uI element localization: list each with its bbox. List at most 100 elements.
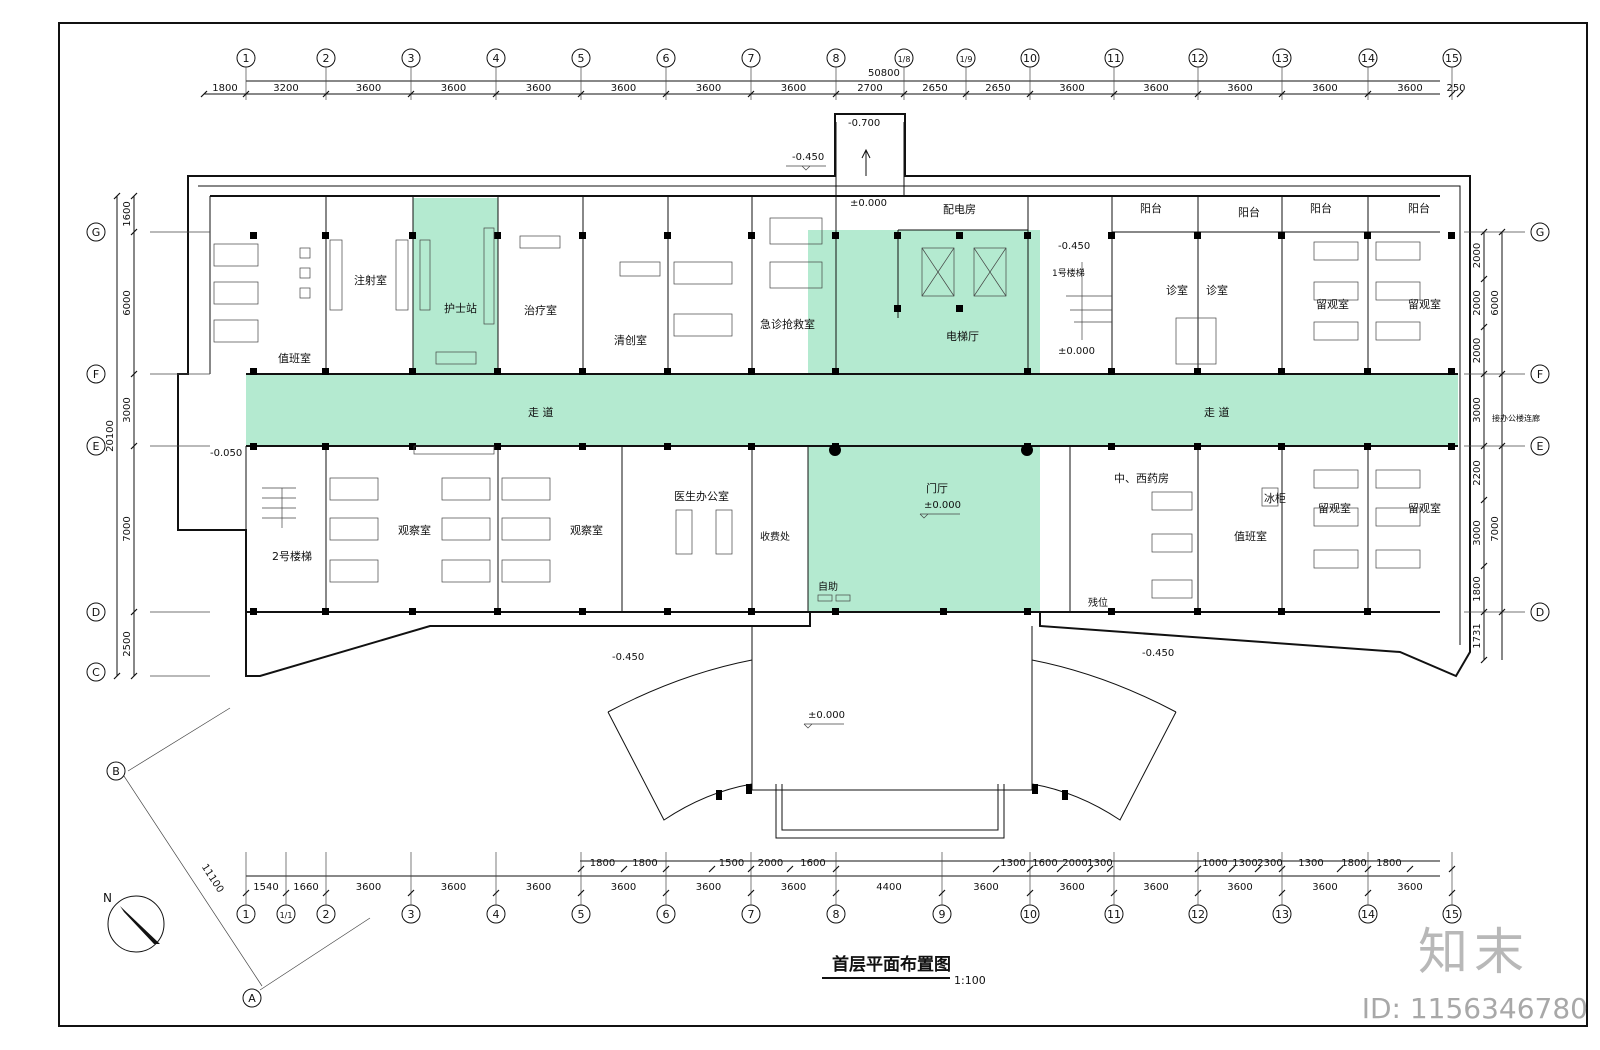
svg-text:1600: 1600	[122, 201, 133, 226]
svg-text:2000: 2000	[758, 858, 783, 869]
axis-skew-A: A	[242, 988, 262, 1008]
svg-text:2000: 2000	[1062, 858, 1087, 869]
lobby-fill	[808, 230, 1040, 612]
svg-text:3600: 3600	[526, 882, 551, 893]
axis-bottom-9: 9	[932, 904, 952, 924]
svg-text:1800: 1800	[1376, 858, 1401, 869]
svg-text:14: 14	[1361, 908, 1375, 921]
svg-text:2: 2	[323, 52, 330, 65]
axis-left-G: G	[86, 222, 106, 242]
svg-text:3600: 3600	[1227, 882, 1252, 893]
svg-text:3600: 3600	[696, 882, 721, 893]
svg-text:11: 11	[1107, 908, 1121, 921]
axis-top-1: 1	[236, 48, 256, 68]
svg-text:2: 2	[323, 908, 330, 921]
svg-text:F: F	[93, 368, 99, 381]
svg-text:4: 4	[493, 52, 500, 65]
level-canopy: ±0.000	[808, 710, 845, 721]
room-balcony-b: 阳台	[1238, 205, 1260, 219]
axis-left-D: D	[86, 602, 106, 622]
svg-text:2650: 2650	[922, 83, 947, 94]
axis-right-E: E	[1530, 436, 1550, 456]
svg-text:15: 15	[1445, 52, 1459, 65]
axis-right-D: D	[1530, 602, 1550, 622]
axis-bottom-11: 11	[1104, 904, 1124, 924]
axis-top-14: 14	[1358, 48, 1378, 68]
svg-text:D: D	[92, 606, 100, 619]
axis-bottom-3: 3	[401, 904, 421, 924]
svg-text:1300: 1300	[1000, 858, 1025, 869]
drawing-scale: 1:100	[954, 974, 986, 987]
svg-text:6: 6	[663, 52, 670, 65]
dims-right-outer-a: 6000	[1490, 228, 1506, 378]
svg-text:E: E	[93, 440, 100, 453]
svg-text:3600: 3600	[526, 83, 551, 94]
svg-text:1731: 1731	[1472, 623, 1483, 648]
axis-left-F: F	[86, 364, 106, 384]
svg-text:13: 13	[1275, 908, 1289, 921]
room-stair1: 1号楼梯	[1052, 267, 1085, 279]
dim-skew: 11100	[199, 862, 226, 895]
room-obs-ne-a: 留观室	[1316, 297, 1349, 311]
room-fridge: 冰柜	[1264, 492, 1286, 505]
svg-text:1500: 1500	[719, 858, 744, 869]
svg-text:12: 12	[1191, 908, 1205, 921]
svg-text:3600: 3600	[1397, 882, 1422, 893]
svg-text:3600: 3600	[1397, 83, 1422, 94]
axis-top-7: 7	[741, 48, 761, 68]
svg-text:7000: 7000	[122, 516, 133, 541]
svg-text:3600: 3600	[356, 882, 381, 893]
level-marks: -0.700 -0.450 ±0.000 -0.450 ±0.000 -0.05…	[210, 118, 1174, 729]
total-dimension: 50800	[868, 68, 900, 79]
axis-top-2: 2	[316, 48, 336, 68]
svg-text:10: 10	[1023, 52, 1037, 65]
room-obs-se-b: 留观室	[1408, 501, 1441, 515]
svg-text:B: B	[112, 765, 120, 778]
svg-text:14: 14	[1361, 52, 1375, 65]
svg-text:3600: 3600	[356, 83, 381, 94]
svg-text:6000: 6000	[1490, 290, 1501, 315]
svg-text:13: 13	[1275, 52, 1289, 65]
axis-top-5: 5	[571, 48, 591, 68]
room-power: 配电房	[943, 203, 976, 216]
svg-text:1: 1	[243, 908, 250, 921]
svg-text:F: F	[1537, 368, 1543, 381]
room-clinic-a: 诊室	[1166, 283, 1188, 297]
room-balcony-d: 阳台	[1408, 201, 1430, 215]
svg-text:1800: 1800	[1341, 858, 1366, 869]
axis-top-13: 13	[1272, 48, 1292, 68]
svg-text:7: 7	[748, 908, 755, 921]
svg-text:A: A	[248, 992, 256, 1005]
nurse-station-fill	[413, 198, 498, 374]
svg-text:8: 8	[833, 908, 840, 921]
room-observation-b: 观察室	[570, 523, 603, 537]
axis-top-10: 10	[1020, 48, 1040, 68]
svg-text:3000: 3000	[122, 397, 133, 422]
axis-bottom-5: 5	[571, 904, 591, 924]
svg-text:1800: 1800	[632, 858, 657, 869]
svg-text:2000: 2000	[1472, 338, 1483, 363]
svg-text:3600: 3600	[1143, 83, 1168, 94]
north-label: N	[103, 891, 112, 905]
svg-text:3600: 3600	[1143, 882, 1168, 893]
partitions	[209, 196, 1440, 676]
axis-bottom-2: 2	[316, 904, 336, 924]
svg-text:3000: 3000	[1472, 520, 1483, 545]
axis-top-11: 11	[1104, 48, 1124, 68]
svg-text:12: 12	[1191, 52, 1205, 65]
highlight-zones	[246, 198, 1458, 612]
room-clinic-b: 诊室	[1206, 283, 1228, 297]
axis-bottom-8: 8	[826, 904, 846, 924]
axis-top-4: 4	[486, 48, 506, 68]
svg-text:5: 5	[578, 908, 585, 921]
svg-text:E: E	[1537, 440, 1544, 453]
sheet-border	[58, 22, 1588, 1027]
svg-text:6: 6	[663, 908, 670, 921]
svg-text:2000: 2000	[1472, 290, 1483, 315]
svg-text:7: 7	[748, 52, 755, 65]
